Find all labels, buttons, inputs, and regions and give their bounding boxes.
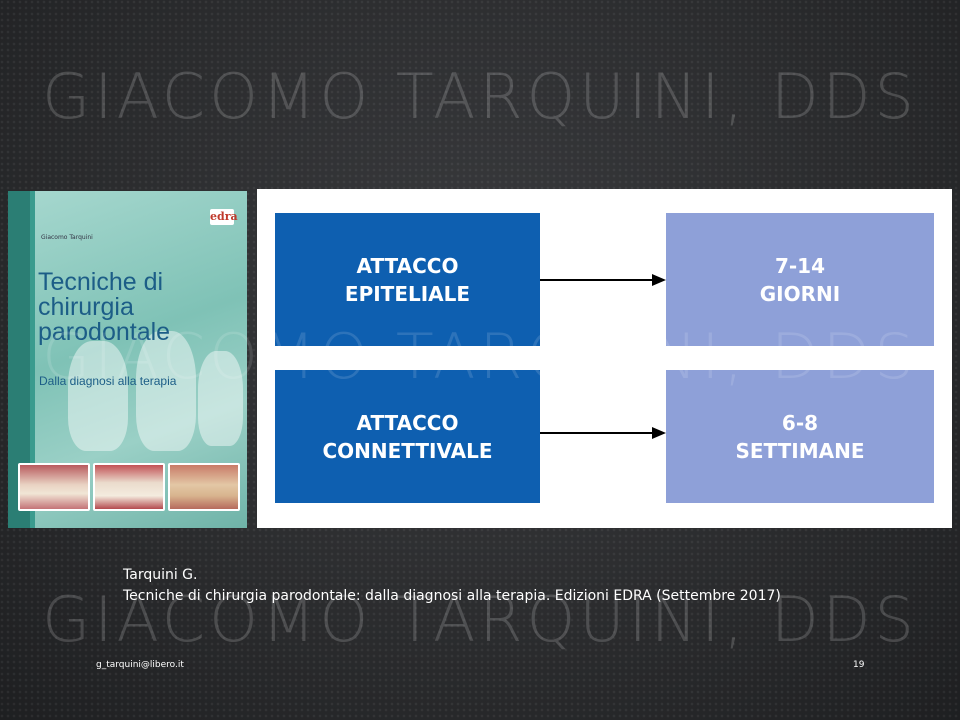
cover-clinical-photo (93, 463, 165, 511)
citation: Tarquini G. Tecniche di chirurgia parodo… (123, 565, 781, 607)
arrow-right-icon (540, 425, 666, 441)
citation-reference: Tecniche di chirurgia parodontale: dalla… (123, 586, 781, 607)
healing-time-diagram: ATTACCO EPITELIALE 7-14 GIORNI ATTACCO C… (257, 189, 952, 528)
citation-author: Tarquini G. (123, 565, 781, 586)
cover-title: Tecniche di chirurgia parodontale (38, 270, 243, 345)
epithelial-time-box: 7-14 GIORNI (666, 213, 934, 346)
connective-attachment-box: ATTACCO CONNETTIVALE (275, 370, 540, 503)
epithelial-attachment-box: ATTACCO EPITELIALE (275, 213, 540, 346)
cover-clinical-photo (168, 463, 240, 511)
cover-tooth-shape (68, 341, 128, 451)
cover-author: Giacomo Tarquini (41, 234, 93, 241)
footer-email: g_tarquini@libero.it (96, 660, 184, 670)
cover-tooth-shape (198, 351, 243, 446)
connective-time-box: 6-8 SETTIMANE (666, 370, 934, 503)
publisher-logo: edra (210, 209, 234, 225)
book-cover-image: edra Giacomo Tarquini Tecniche di chirur… (8, 191, 247, 528)
page-number: 19 (853, 660, 864, 670)
cover-tooth-shape (136, 331, 196, 451)
cover-subtitle: Dalla diagnosi alla terapia (39, 374, 244, 388)
watermark-top: GIACOMO TARQUINI, DDS (0, 60, 960, 133)
cover-clinical-photo (18, 463, 90, 511)
arrow-right-icon (540, 272, 666, 288)
cover-photo-strip (18, 463, 240, 511)
